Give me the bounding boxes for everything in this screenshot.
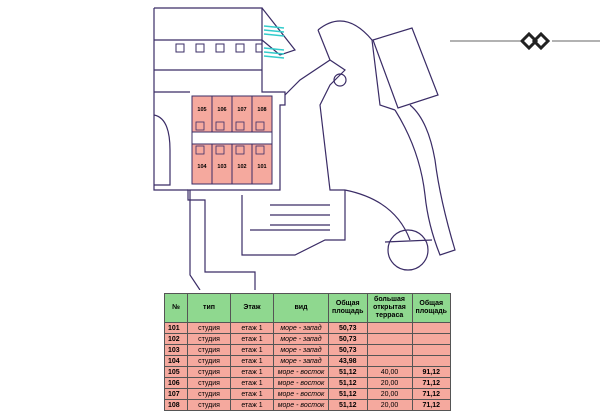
svg-text:104: 104 bbox=[197, 164, 207, 170]
svg-text:108: 108 bbox=[257, 107, 266, 113]
table-header-row: № тип Этаж вид Общая площадь большая отк… bbox=[164, 293, 451, 323]
units-table: № тип Этаж вид Общая площадь большая отк… bbox=[164, 293, 451, 411]
building-walls bbox=[153, 7, 456, 290]
header-floor: Этаж bbox=[230, 293, 274, 323]
header-number: № bbox=[164, 293, 188, 323]
header-type: тип bbox=[187, 293, 231, 323]
header-view: вид bbox=[273, 293, 329, 323]
svg-text:107: 107 bbox=[237, 107, 246, 113]
svg-text:101: 101 bbox=[257, 164, 266, 170]
apartment-105: 105 bbox=[191, 95, 213, 133]
apartment-102: 102 bbox=[231, 143, 253, 185]
svg-text:105: 105 bbox=[197, 107, 206, 113]
header-terrace: большая открытая терраса bbox=[366, 293, 413, 323]
apartments-top-row: 105 106 107 108 bbox=[191, 95, 273, 133]
bathroom-marks bbox=[195, 121, 265, 155]
apartment-101: 101 bbox=[251, 143, 273, 185]
window-marks bbox=[175, 43, 263, 53]
apartment-106: 106 bbox=[211, 95, 233, 133]
header-total-area: Общая площадь bbox=[411, 293, 451, 323]
svg-text:103: 103 bbox=[217, 164, 226, 170]
svg-text:102: 102 bbox=[237, 164, 246, 170]
apartment-104: 104 bbox=[191, 143, 213, 185]
floor-plan: 105 106 107 108 104 103 102 101 bbox=[153, 7, 456, 290]
apartment-108: 108 bbox=[251, 95, 273, 133]
apartment-103: 103 bbox=[211, 143, 233, 185]
apartment-107: 107 bbox=[231, 95, 253, 133]
corridor bbox=[191, 131, 273, 145]
svg-text:106: 106 bbox=[217, 107, 226, 113]
brand-logo bbox=[450, 31, 600, 51]
header-area: Общая площадь bbox=[328, 293, 368, 323]
